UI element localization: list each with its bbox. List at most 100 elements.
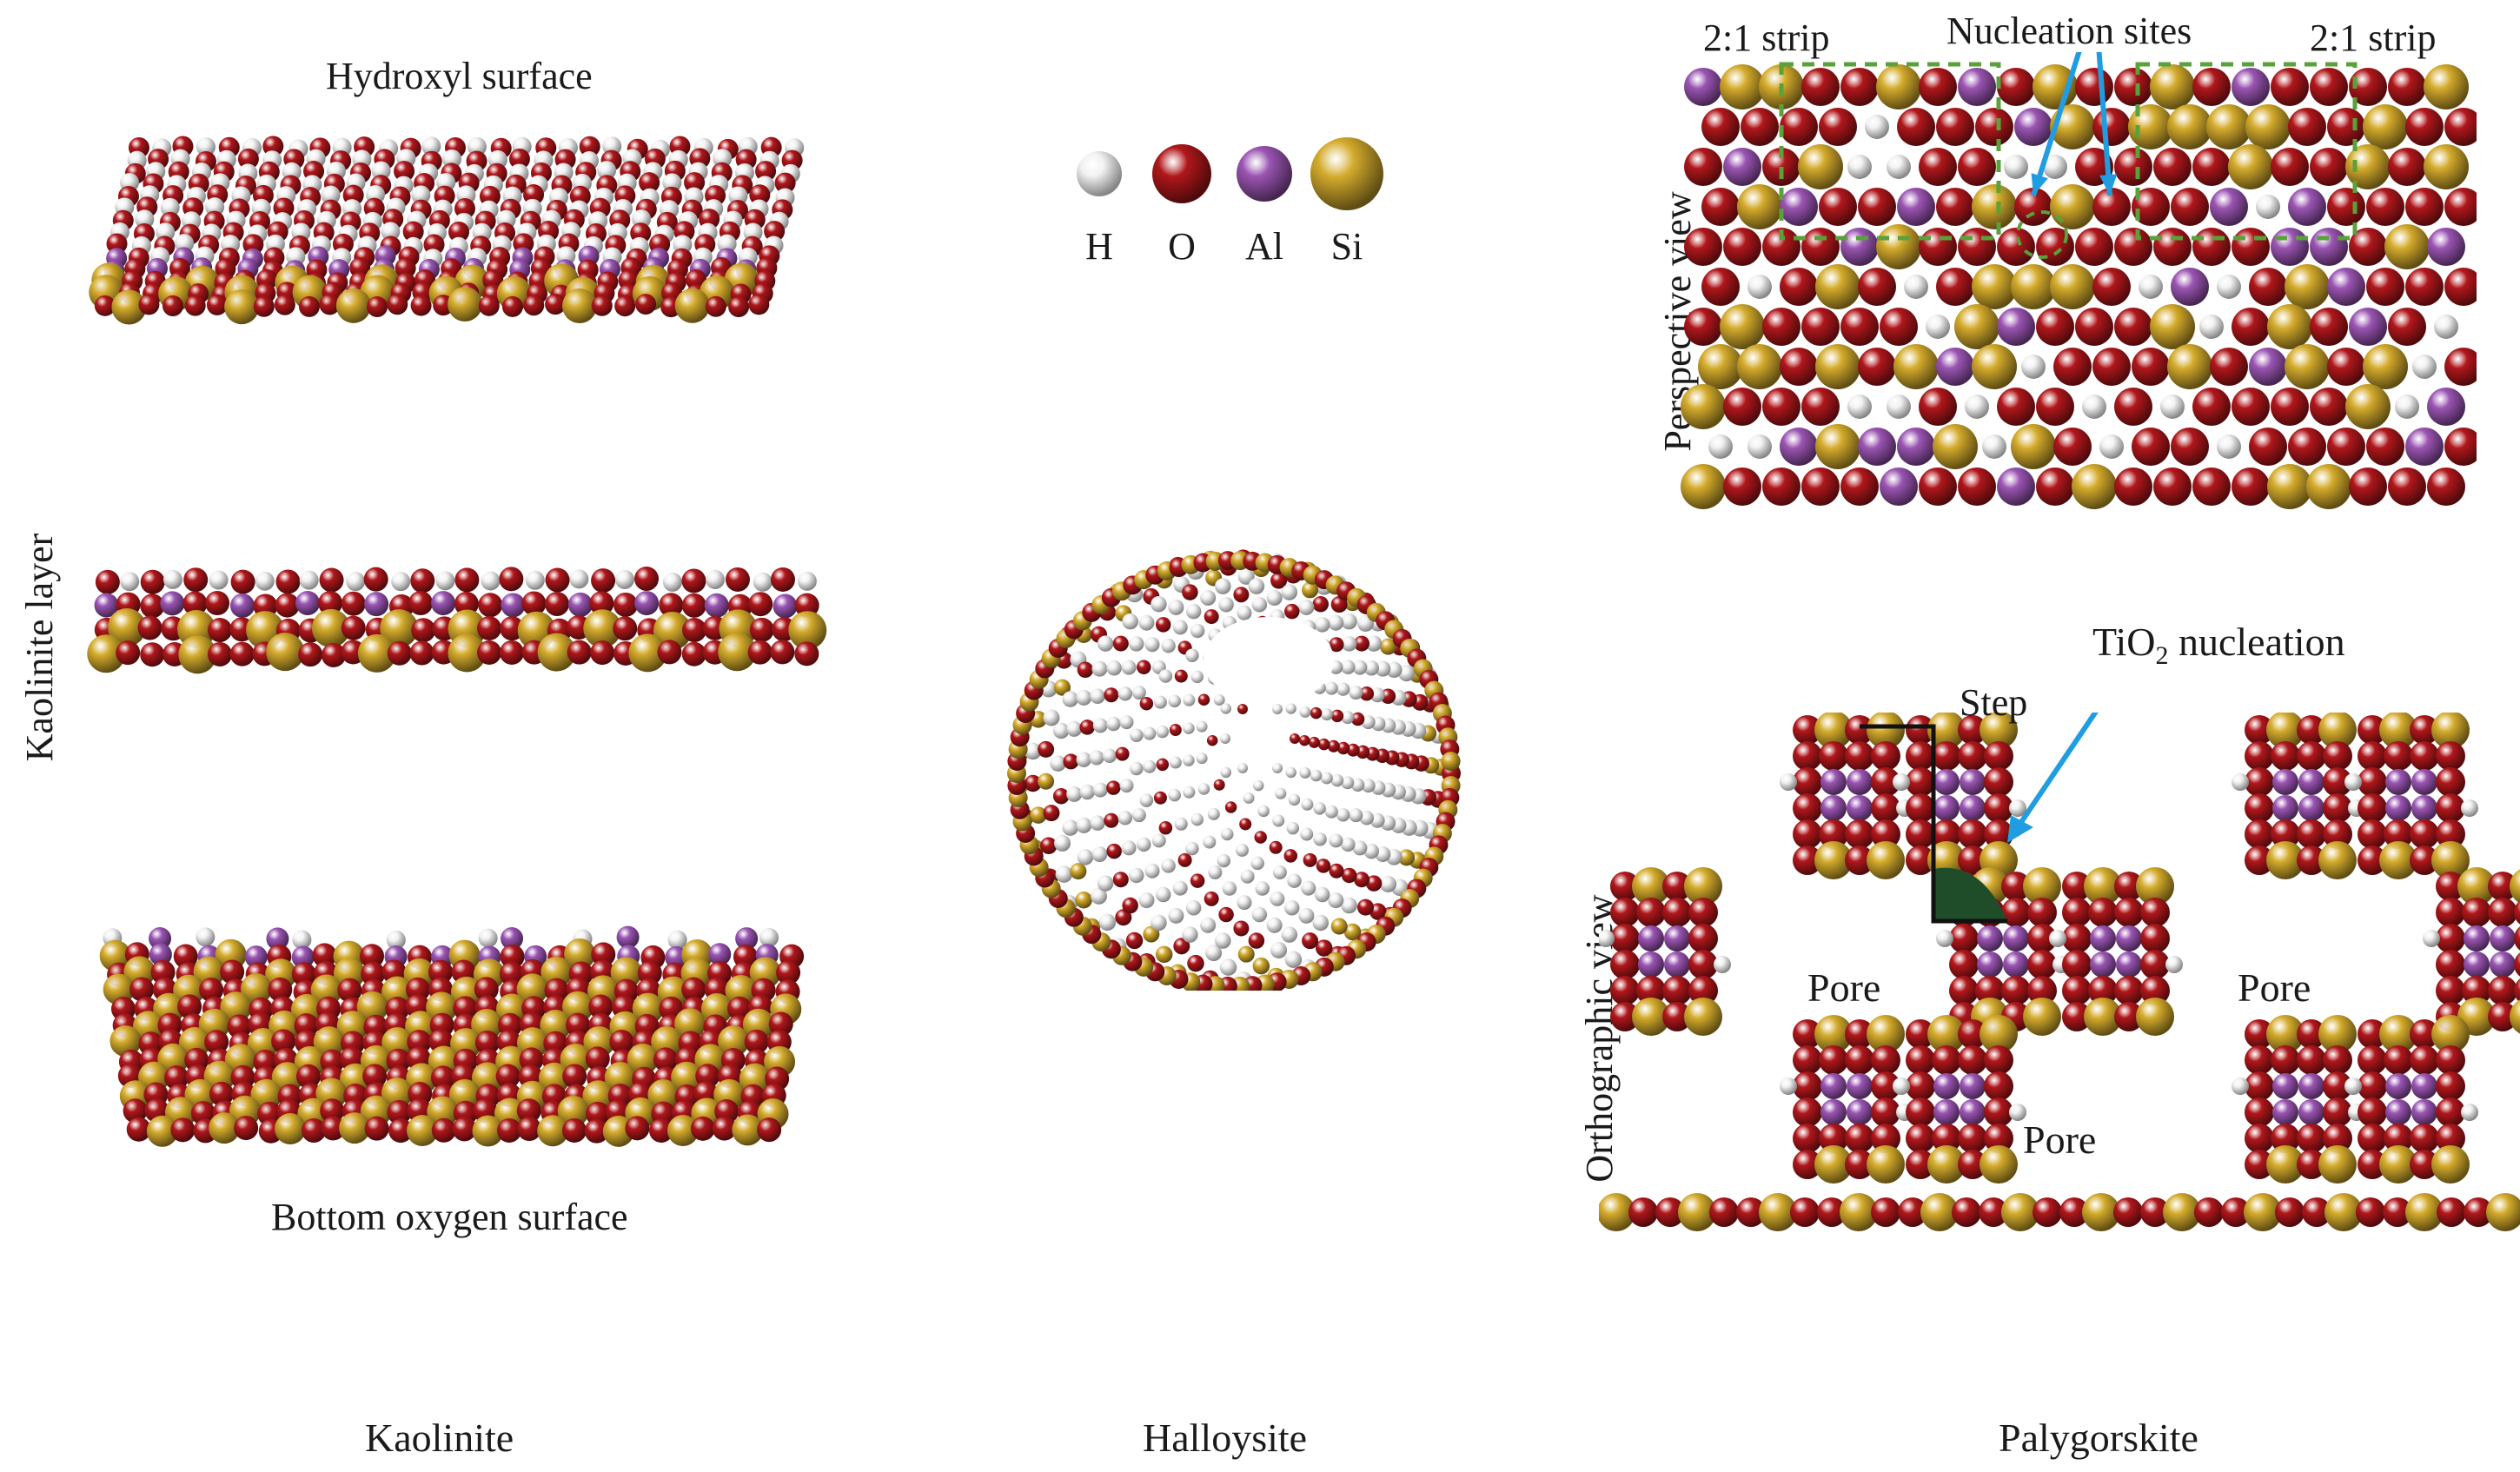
atom-si [2431, 1015, 2470, 1053]
atom-o [1780, 268, 1818, 306]
atom-o [659, 593, 684, 618]
atom-o [2192, 467, 2231, 506]
atom-o [1038, 740, 1055, 758]
atom-al [2385, 1073, 2411, 1099]
atom-h [597, 161, 617, 181]
atom-h [120, 572, 140, 592]
atom-al [1820, 769, 1847, 795]
atom-si [1798, 144, 1843, 189]
atom-h [1168, 599, 1184, 615]
atom-h [1272, 704, 1283, 715]
atom-h [1066, 720, 1083, 737]
atom-o [363, 567, 388, 592]
atom-h [1161, 859, 1176, 873]
atom-al [2249, 348, 2287, 386]
atom-o [1628, 1197, 1658, 1227]
atom-si [2150, 64, 2195, 109]
atom-o [291, 962, 316, 987]
atom-o [1793, 1124, 1822, 1153]
atom-o [2114, 872, 2144, 901]
atom-o [561, 1117, 587, 1143]
atom-o [1284, 603, 1300, 620]
atom-o [2114, 308, 2152, 346]
atom-o [2062, 1002, 2092, 1031]
atom-o [590, 640, 615, 666]
atom-o [1817, 1197, 1847, 1227]
atom-o [1063, 753, 1079, 770]
atom-o [2036, 308, 2074, 346]
atom-o [744, 1029, 769, 1054]
atom-o [1936, 108, 1974, 146]
atom-o [2436, 950, 2465, 979]
atom-si [2150, 304, 2195, 349]
atom-h [1091, 887, 1108, 905]
atom-o [2153, 148, 2192, 186]
atom-si [2266, 1145, 2304, 1184]
atom-si [2266, 713, 2304, 749]
atom-o [1701, 108, 1740, 146]
strip-box-left [1779, 62, 2001, 241]
atom-o [1723, 467, 1761, 506]
atom-h [2049, 930, 2066, 947]
atom-o [2358, 715, 2387, 745]
atom-al [567, 592, 593, 617]
atom-o [1204, 609, 1219, 625]
atom-h [1050, 755, 1066, 772]
atom-o [2358, 1019, 2387, 1049]
atom-o [1819, 188, 1857, 226]
atom-si [2163, 1193, 2201, 1231]
atom-si [448, 1078, 481, 1111]
atom-o [1819, 1045, 1848, 1075]
atom-al [708, 943, 732, 966]
atom-o [770, 567, 795, 592]
atom-o [94, 295, 116, 316]
atom-o [1156, 758, 1170, 772]
atom-h [1076, 689, 1092, 706]
atom-o [2171, 428, 2209, 466]
atom-o [2114, 148, 2152, 186]
atom-h [1301, 798, 1314, 811]
atom-h [196, 136, 216, 156]
atom-o [681, 977, 706, 1002]
atom-o [234, 1116, 259, 1141]
atom-h [292, 930, 312, 950]
atom-o [205, 591, 230, 616]
atom-si [2431, 1145, 2470, 1184]
atom-h [1079, 784, 1095, 800]
atom-h [1708, 434, 1733, 459]
atom-o [1958, 148, 1996, 186]
atom-al [1936, 348, 1974, 386]
atom-o [237, 148, 259, 169]
atom-al [1684, 68, 1722, 106]
atom-si [1737, 344, 1782, 389]
atom-h [1359, 811, 1375, 826]
atom-o [1329, 637, 1344, 653]
atom-o [545, 592, 570, 617]
atom-h [1299, 766, 1311, 779]
atom-al [1960, 769, 1986, 795]
atom-o [207, 641, 232, 666]
atom-si [448, 633, 487, 673]
atom-o [2249, 428, 2287, 466]
atom-h [1143, 759, 1157, 773]
atom-o [1610, 976, 1640, 1005]
atom-h [196, 927, 216, 947]
atom-o [1840, 467, 1879, 506]
atom-h [1185, 841, 1199, 856]
atom-o [1233, 587, 1250, 603]
atom-o [625, 1116, 650, 1141]
atom-si [1867, 1145, 1905, 1184]
atom-h [1747, 434, 1772, 459]
atom-o [681, 593, 706, 618]
atom-h [1207, 807, 1220, 820]
atom-o [454, 591, 479, 616]
atom-o [705, 295, 726, 317]
atom-o [2114, 68, 2152, 106]
atom-o [2327, 188, 2365, 226]
atom-o [2062, 872, 2092, 901]
atom-o [2140, 898, 2170, 927]
atom-al [1933, 769, 1960, 795]
atom-o [1079, 719, 1095, 735]
atom-o [2297, 1019, 2326, 1049]
atom-o [1793, 741, 1822, 771]
